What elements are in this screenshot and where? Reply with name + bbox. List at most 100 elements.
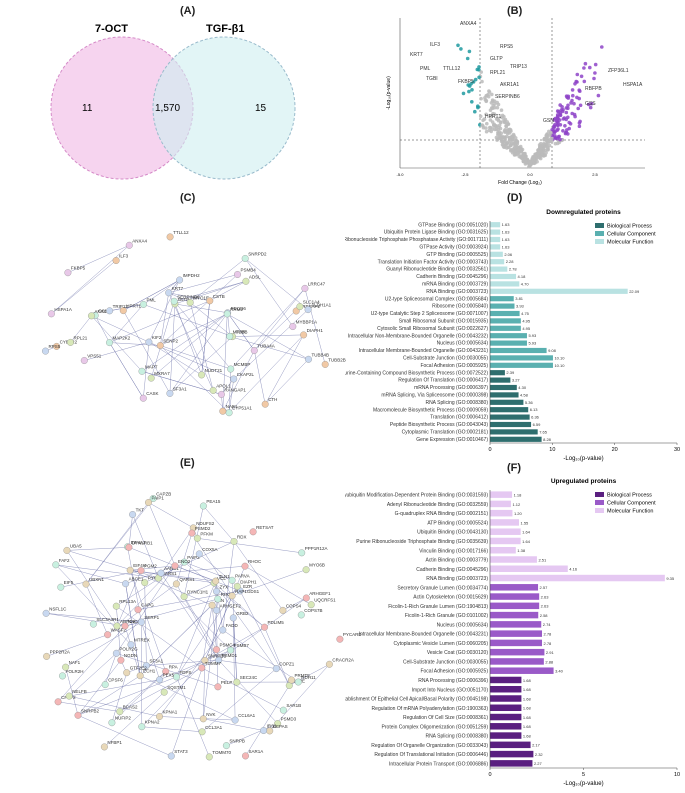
up-legend-swatch (595, 500, 604, 505)
down-category-label: mRNA Processing (GO:0006397) (414, 385, 488, 391)
down-value-label: 5.93 (528, 341, 537, 346)
network-node-label: SAR1A (249, 749, 264, 754)
network-node-label: CPSF6 (108, 678, 123, 683)
network-node-label: BCAS2 (123, 705, 138, 710)
network-node-label: NVK (206, 712, 215, 717)
volcano-xtick-3: 2.5 (592, 172, 598, 177)
network-edge (245, 259, 308, 310)
volcano-gene-label: TTLL12 (443, 66, 460, 72)
volcano-point (515, 153, 519, 157)
volcano-gene-label: ILF3 (430, 42, 440, 48)
network-edge (265, 627, 290, 685)
up-category-label: Regulation Of mRNA Polyadenylation (GO:1… (372, 706, 489, 712)
network-node-label: SF3A1 (149, 659, 163, 664)
down-value-label: 6.13 (530, 407, 539, 412)
network-node-label: FDPS (180, 670, 192, 675)
network-node-label: RPL13A (119, 599, 136, 604)
network-node-label: ILF3 (119, 254, 129, 259)
down-bar (490, 415, 530, 420)
down-bar (490, 370, 505, 375)
venn-shared: 1,570 (155, 103, 180, 114)
volcano-point (578, 125, 582, 129)
volcano-point (573, 115, 577, 119)
network-c-svg: TUBB2BTUBBTUBB4BTUBA4AMCMBPCTHAPOL1CKAP2… (0, 205, 375, 450)
down-category-label: Purine-Containing Compound Biosynthetic … (345, 370, 488, 376)
network-node-label: DYNC1H1 (187, 590, 209, 595)
down-x-tick-label: 20 (612, 447, 618, 453)
volcano-xtick-0: -5.0 (397, 172, 405, 177)
down-value-label: 4.95 (522, 326, 531, 331)
down-bar (490, 259, 504, 264)
down-category-label: U2-type Catalytic Step 2 Spliceosome (GO… (371, 311, 489, 317)
up-value-label: 9.35 (666, 576, 675, 581)
volcano-point (548, 139, 552, 143)
network-node-label: VPS51 (87, 354, 102, 359)
volcano-point (558, 138, 562, 142)
up-bar (490, 593, 539, 599)
volcano-point (505, 135, 509, 139)
network-node-label: FADD (226, 623, 239, 628)
network-node-label: TKT (136, 508, 145, 513)
down-category-label: Translation Initiation Factor Activity (… (378, 259, 489, 265)
up-value-label: 1.68 (523, 696, 532, 701)
up-category-label: RNA Binding (GO:0003723) (426, 576, 488, 582)
network-node-label: CASK (146, 391, 158, 396)
up-legend-label: Cellular Component (607, 501, 656, 507)
down-chart-title: Downregulated proteins (546, 209, 621, 216)
network-node-label: ANXA4 (132, 238, 147, 243)
down-value-label: 3.93 (516, 304, 525, 309)
network-node-label: COPZ1 (279, 662, 295, 667)
up-bar (490, 714, 521, 720)
volcano-point (479, 70, 483, 74)
network-node-label: CKAP2L (237, 372, 255, 377)
down-category-label: Cytoplasmic Translation (GO:0002181) (402, 430, 489, 436)
up-category-label: Vesicle Coat (GO:0030120) (427, 650, 488, 656)
network-edge (174, 301, 201, 375)
down-value-label: 4.95 (522, 318, 531, 323)
network-node-label: RRM2 (230, 307, 243, 312)
up-bar (490, 705, 521, 711)
network-node-label: SLC3A3R1 (96, 617, 119, 622)
volcano-point (580, 75, 584, 79)
down-value-label: 3.81 (515, 296, 524, 301)
volcano-gene-label: FKBP5 (458, 79, 474, 85)
up-bar (490, 547, 516, 553)
up-category-label: Cell-Substrate Junction (GO:0030055) (403, 659, 488, 665)
network-node-label: CSTB (213, 294, 225, 299)
down-value-label: 4.75 (521, 311, 530, 316)
up-bar (490, 621, 541, 627)
down-bar (490, 252, 503, 257)
down-bar (490, 348, 547, 353)
up-bar (490, 667, 554, 673)
volcano-point (564, 118, 568, 122)
up-bar (490, 491, 512, 497)
up-bar (490, 501, 511, 507)
volcano-point (593, 71, 597, 75)
volcano-point (576, 73, 580, 77)
volcano-point (577, 97, 581, 101)
up-category-label: Intracellular Protein Transport (GO:0006… (389, 761, 488, 767)
down-value-label: 6.59 (533, 422, 542, 427)
volcano-point (491, 106, 495, 110)
up-value-label: 1.68 (523, 678, 532, 683)
network-node-label: RPA (169, 665, 178, 670)
network-node-label: PSMB4 (241, 268, 257, 273)
up-legend-label: Molecular Function (607, 509, 653, 515)
network-node-label: TUBB4B (312, 352, 330, 357)
venn-diagram: 7-OCT TGF-β1 11 1,570 15 (0, 18, 340, 188)
network-node-label: FAF2 (59, 558, 70, 563)
down-value-label: 9.08 (548, 348, 557, 353)
volcano-point (495, 124, 499, 128)
volcano-gene-label: GLTP (490, 56, 503, 62)
network-node-label: DIAPH1 (307, 328, 324, 333)
network-node-label: UBXN1 (89, 577, 105, 582)
network-node-label: CAPG (141, 603, 154, 608)
down-value-label: 10.10 (554, 355, 565, 360)
volcano-point (504, 142, 508, 146)
down-category-label: Peptide Biosynthetic Process (GO:0043043… (390, 422, 488, 428)
network-node-label: NELFB (72, 689, 87, 694)
up-bar (490, 584, 538, 590)
volcano-point (470, 88, 474, 92)
